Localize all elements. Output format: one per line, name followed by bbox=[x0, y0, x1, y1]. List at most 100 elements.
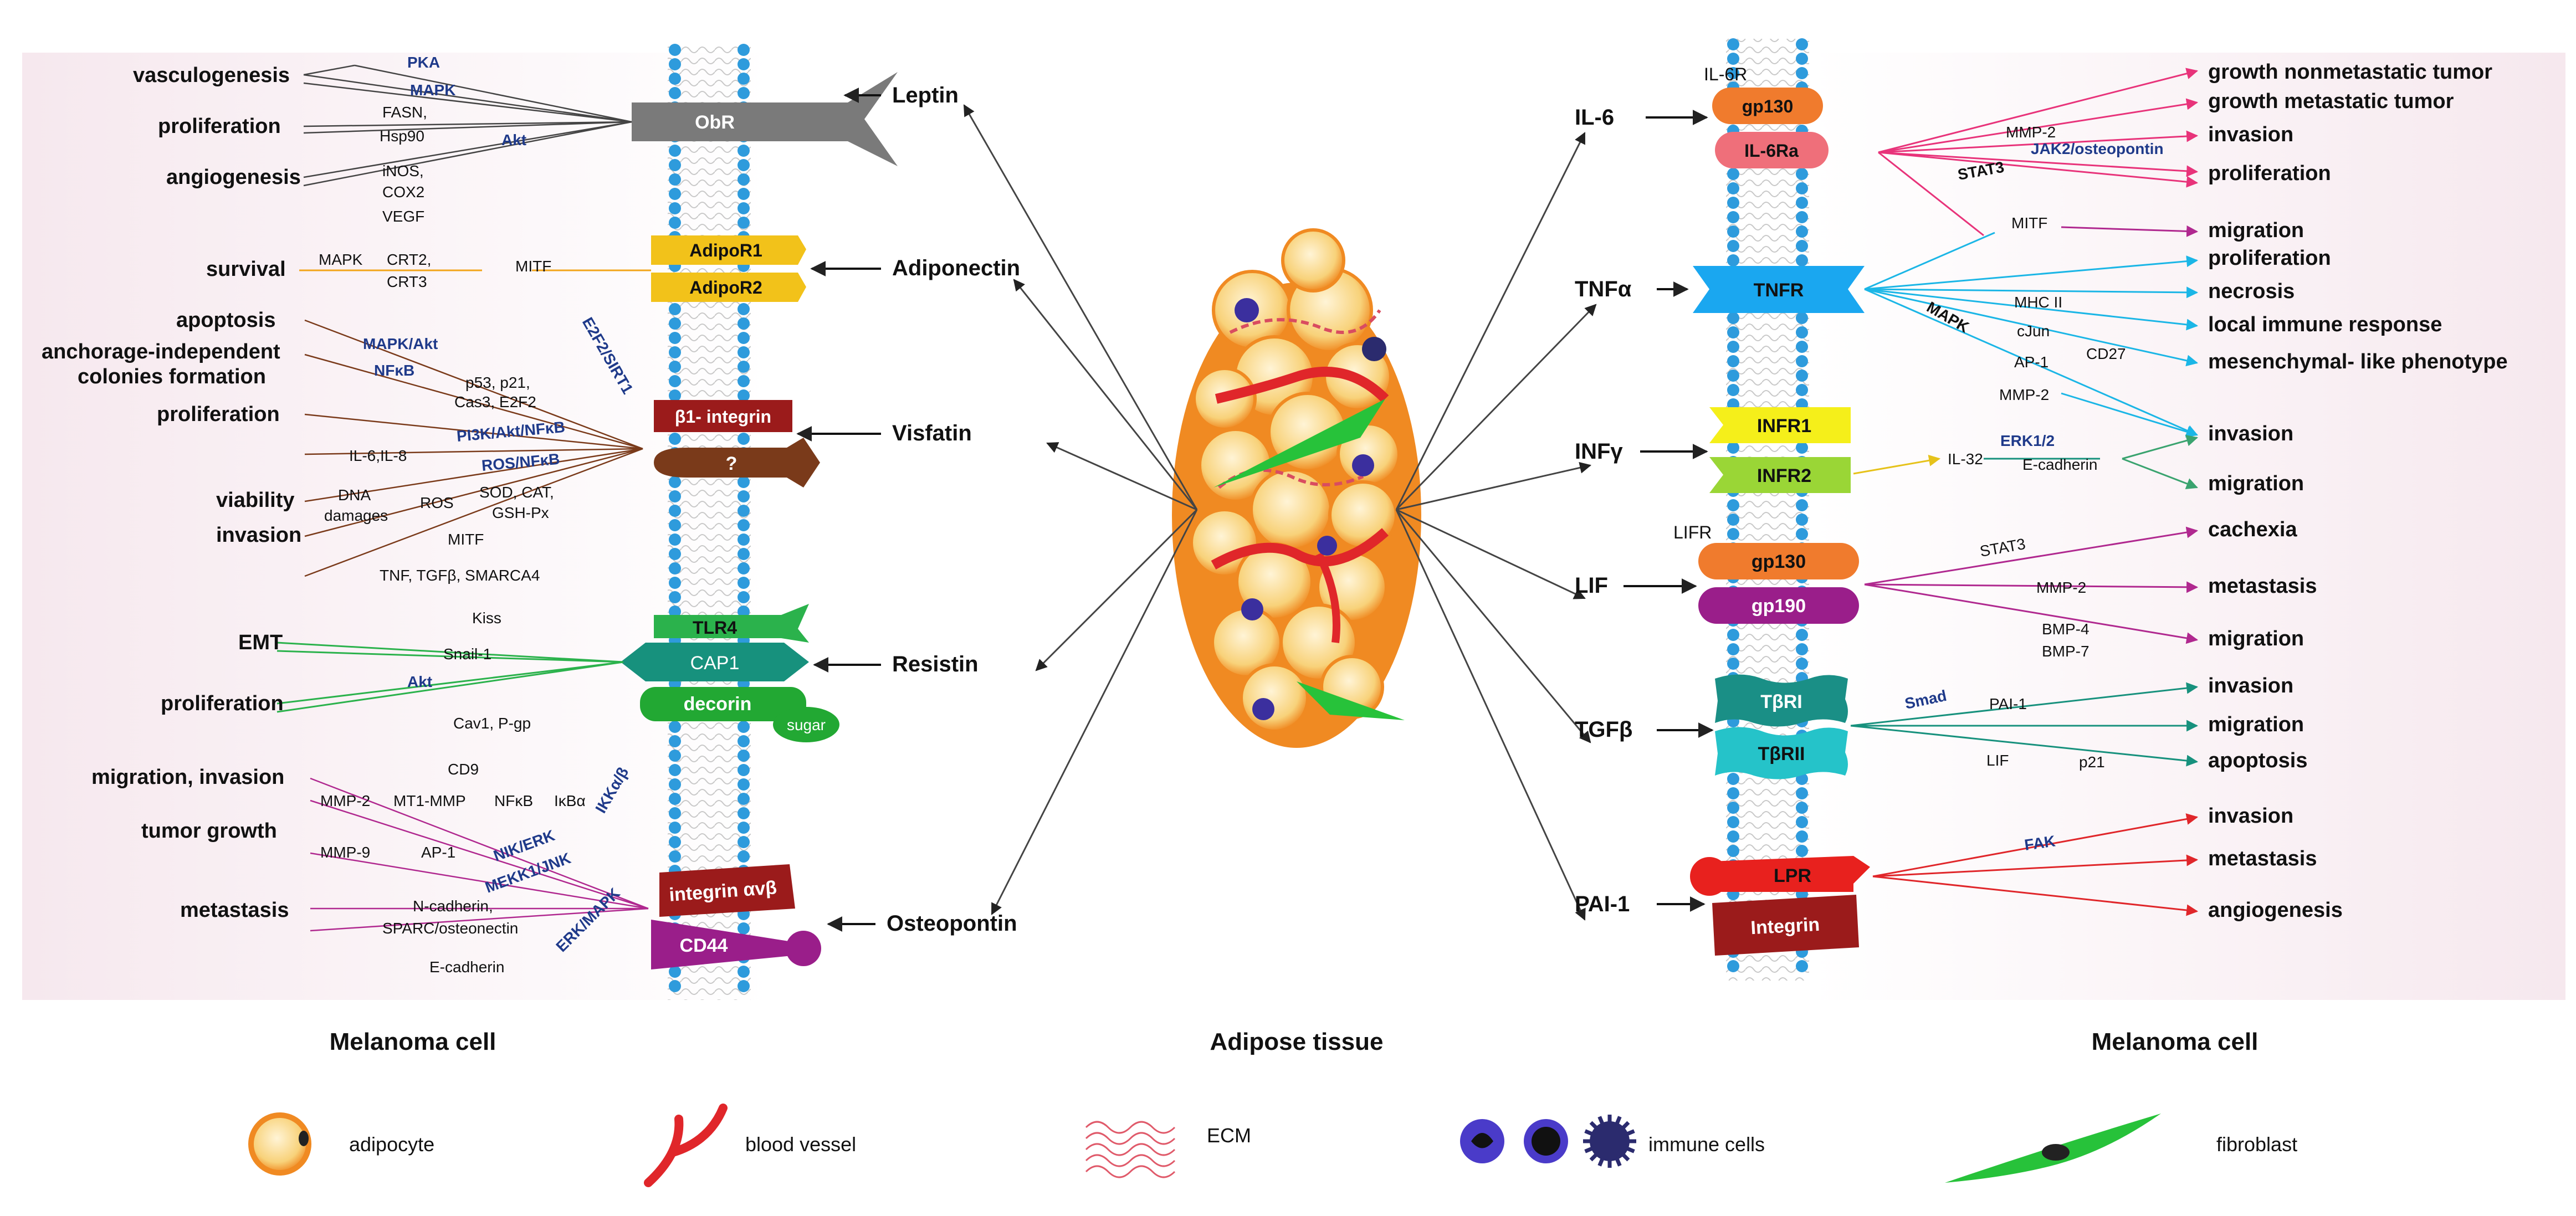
effect-angiogenesis: angiogenesis bbox=[166, 166, 301, 189]
lipid-head bbox=[738, 778, 750, 791]
lipid-head bbox=[738, 606, 750, 618]
effect-invasion: invasion bbox=[2208, 123, 2293, 146]
lipid-head bbox=[1727, 168, 1739, 180]
lipid-head bbox=[1796, 499, 1808, 511]
adipokine-resistin: Resistin bbox=[892, 652, 979, 676]
il6ra-label: IL-6Ra bbox=[1744, 141, 1799, 161]
adipor2-receptor: AdipoR2 bbox=[651, 273, 806, 302]
lipid-head bbox=[669, 317, 681, 330]
lipid-head bbox=[738, 505, 750, 517]
lipid-head bbox=[738, 159, 750, 171]
effect-invasion-2: invasion bbox=[2208, 422, 2293, 445]
lipid-head bbox=[738, 735, 750, 747]
lipid-head bbox=[669, 764, 681, 776]
lipid-head bbox=[738, 58, 750, 70]
lipid-head bbox=[669, 562, 681, 574]
lipid-head bbox=[1796, 53, 1808, 65]
cap1-label: CAP1 bbox=[690, 653, 740, 674]
lipid-head bbox=[669, 577, 681, 589]
lipid-head bbox=[738, 807, 750, 819]
gp190-label: gp190 bbox=[1752, 596, 1806, 617]
adipor2-label: AdipoR2 bbox=[689, 278, 762, 297]
lipid-head bbox=[1796, 240, 1808, 252]
adipocyte bbox=[1328, 480, 1398, 550]
lipid-head bbox=[1796, 341, 1808, 353]
adipokine-lif: LIF bbox=[1575, 573, 1608, 598]
lipid-head bbox=[1727, 326, 1739, 338]
lipid-head bbox=[669, 476, 681, 488]
lipid-head bbox=[1727, 528, 1739, 540]
lipid-head bbox=[1727, 499, 1739, 511]
lipid-head bbox=[738, 346, 750, 358]
lipid-head bbox=[1796, 225, 1808, 238]
adipokine-leptin: Leptin bbox=[892, 83, 959, 107]
lipid-head bbox=[669, 73, 681, 85]
lipid-head bbox=[669, 980, 681, 992]
mediator-fasn: FASN, bbox=[382, 104, 427, 121]
lipid-head bbox=[738, 822, 750, 834]
lipid-head bbox=[738, 361, 750, 373]
lipid-head bbox=[1727, 53, 1739, 65]
infr2-label: INFR2 bbox=[1757, 465, 1811, 486]
lipid-head bbox=[1796, 787, 1808, 799]
lipid-head bbox=[1796, 816, 1808, 828]
mediator-gsh: GSH-Px bbox=[492, 504, 549, 521]
effect-invasion: invasion bbox=[216, 524, 301, 547]
mediator-mitf: MITF bbox=[515, 258, 551, 275]
mediator-mmp2: MMP-2 bbox=[320, 792, 370, 809]
mediator-cox2: COX2 bbox=[382, 183, 424, 201]
cd44-receptor: CD44 bbox=[651, 920, 821, 969]
lipid-head bbox=[738, 980, 750, 992]
effect-apoptosis: apoptosis bbox=[2208, 749, 2307, 772]
mediator-e-cadherin: E-cadherin bbox=[429, 958, 504, 976]
lipid-head bbox=[669, 778, 681, 791]
lipid-head bbox=[738, 966, 750, 978]
legend-adipocyte: adipocyte bbox=[349, 1133, 434, 1156]
lipid-head bbox=[669, 533, 681, 546]
mediator-pai1: PAI-1 bbox=[1989, 695, 2027, 712]
lipid-head bbox=[669, 519, 681, 531]
adipokine-adiponectin: Adiponectin bbox=[892, 256, 1020, 280]
mediator-nfkb: NFκB bbox=[374, 362, 414, 379]
legend-blood-vessel-icon bbox=[644, 1104, 728, 1187]
mediator-erk12: ERK1/2 bbox=[2000, 432, 2055, 449]
infr1-receptor: INFR1 bbox=[1709, 407, 1851, 443]
effect-metastasis-2: metastasis bbox=[2208, 847, 2317, 870]
mediator-vegf: VEGF bbox=[382, 208, 424, 225]
lipid-head bbox=[1727, 442, 1739, 454]
effect-proliferation: proliferation bbox=[2208, 162, 2331, 185]
mediator-ikba: IκBα bbox=[554, 792, 586, 809]
lipid-head bbox=[1727, 773, 1739, 785]
mediator-mhc2: MHC II bbox=[2014, 294, 2062, 311]
legend-immune-cells-icon bbox=[1460, 1115, 1636, 1168]
adipokine-tgfb: TGFβ bbox=[1575, 717, 1632, 742]
left-signaling-lines bbox=[276, 64, 651, 932]
lipid-head bbox=[1727, 355, 1739, 367]
integrin-receptor: Integrin bbox=[1712, 895, 1859, 956]
tnfr-receptor: TNFR bbox=[1693, 266, 1865, 313]
gp130b-receptor: gp130 bbox=[1698, 543, 1859, 579]
mediator-mmp2: MMP-2 bbox=[2006, 124, 2056, 141]
mediator-ap1: AP-1 bbox=[2014, 353, 2048, 371]
legend: adipocyte blood vessel ECM immune cells … bbox=[248, 1104, 2297, 1187]
lipid-head bbox=[1796, 326, 1808, 338]
mediator-jak2: JAK2/osteopontin bbox=[2031, 140, 2164, 157]
adipor1-label: AdipoR1 bbox=[689, 240, 762, 260]
lipid-head bbox=[1727, 830, 1739, 843]
legend-immune-cells: immune cells bbox=[1648, 1133, 1765, 1156]
mediator-nfkb-2: NFκB bbox=[494, 792, 533, 809]
lipid-head bbox=[1727, 643, 1739, 655]
lpr-receptor: LPR bbox=[1690, 856, 1870, 896]
mediator-mitf: MITF bbox=[2011, 214, 2047, 232]
lipid-head bbox=[738, 217, 750, 229]
adipokine-pai1: PAI-1 bbox=[1575, 892, 1630, 916]
right-cell-background bbox=[1812, 53, 2565, 1000]
lipid-head bbox=[738, 73, 750, 85]
effect-migration-3: migration bbox=[2208, 627, 2304, 650]
cd44-label: CD44 bbox=[680, 935, 728, 956]
legend-ecm-icon bbox=[1085, 1121, 1176, 1178]
lipid-head bbox=[669, 173, 681, 186]
lipid-head bbox=[1796, 211, 1808, 223]
integrin-label: Integrin bbox=[1750, 914, 1820, 938]
tlr4-receptor: TLR4 bbox=[654, 604, 809, 643]
